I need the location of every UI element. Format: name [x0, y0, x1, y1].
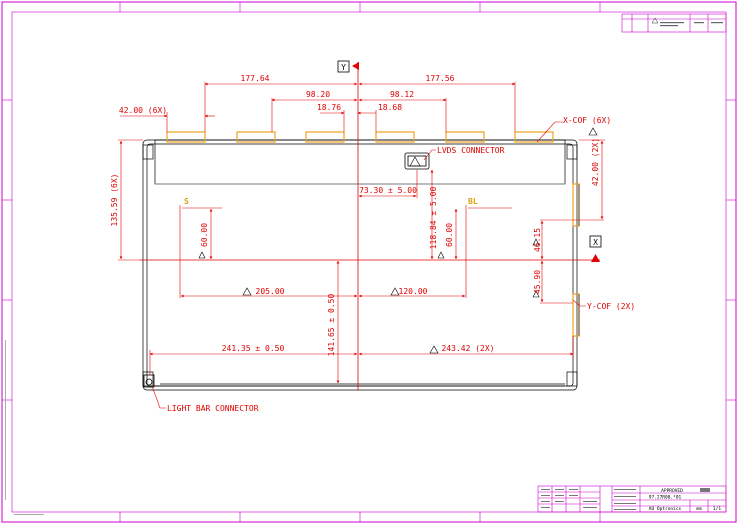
- panel-outline: [142, 139, 578, 391]
- part-number-text: 97.27R08.*01: [649, 495, 682, 501]
- note-flags: [198, 127, 598, 354]
- company-text: AU Optronics: [649, 506, 682, 512]
- x-axis-label: X: [593, 238, 598, 247]
- margin-fine-print: [5, 340, 44, 515]
- bl-mark: BL: [468, 197, 478, 206]
- dim-bottom-right: 243.42 (2X): [442, 344, 495, 353]
- axis-lines: [140, 62, 600, 390]
- s-mark: S: [184, 197, 189, 206]
- dim-mid-right: 98.12: [390, 90, 414, 99]
- dim-width-205: 205.00: [256, 287, 285, 296]
- inner-border: [11, 11, 727, 513]
- lvds-connector-label: LVDS CONNECTOR: [437, 146, 505, 155]
- title-block: [537, 485, 727, 513]
- dim-mid-left: 98.20: [306, 90, 330, 99]
- dim-right-lower: 45.90: [533, 270, 542, 294]
- x-cof-label: X-COF (6X): [563, 116, 611, 125]
- dim-bl-height: 60.00: [445, 223, 454, 247]
- title-block-fine-print: [541, 488, 710, 510]
- dimension-lines: [118, 82, 605, 409]
- dim-width-120: 120.00: [399, 287, 428, 296]
- dim-inner-left: 18.76: [317, 103, 341, 112]
- light-bar-connector-label: LIGHT BAR CONNECTOR: [167, 404, 259, 413]
- dim-lvds-height: 118.84 ± 5.00: [429, 187, 438, 250]
- dim-bottom-left: 241.35 ± 0.50: [222, 344, 285, 353]
- y-cof-label: Y-COF (2X): [587, 302, 635, 311]
- dim-right-upper: 46.15: [533, 228, 542, 252]
- dim-center-height: 141.65 ± 0.50: [327, 294, 336, 357]
- y-axis-marker: [337, 60, 359, 73]
- approved-text: APPROVED: [661, 488, 683, 494]
- dim-s-height: 60.00: [200, 223, 209, 247]
- unit-text: mm: [696, 507, 702, 512]
- dim-left-vertical: 135.59 (6X): [110, 174, 119, 227]
- revision-block: [621, 13, 727, 33]
- dim-inner-right: 18.68: [378, 103, 402, 112]
- x-axis-marker: [589, 235, 602, 262]
- dim-top-right-pitch: 177.56: [426, 74, 455, 83]
- sheet-text: 1/1: [713, 506, 721, 512]
- dim-lvds-offset: 73.30 ± 5.00: [359, 186, 417, 195]
- light-bar-connector-shape: [143, 374, 155, 388]
- x-cof-tabs: [166, 131, 554, 143]
- dim-cof-pitch: 42.00 (6X): [119, 106, 167, 115]
- y-axis-label: Y: [341, 63, 346, 72]
- dim-right-vertical-top: 42.00 (2X): [591, 138, 600, 186]
- dim-top-left-pitch: 177.64: [241, 74, 270, 83]
